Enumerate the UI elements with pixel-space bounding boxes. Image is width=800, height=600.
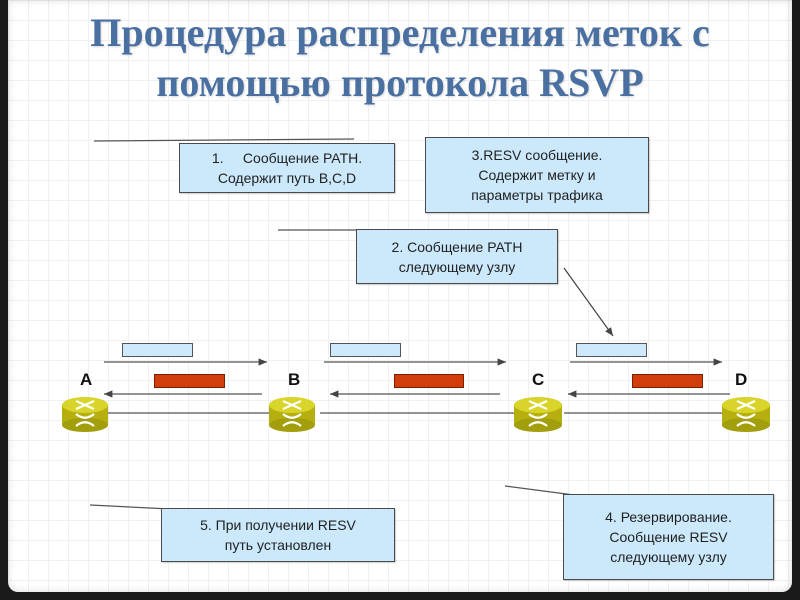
callout-step4: 4. Резервирование. Сообщение RESV следую… [563,494,774,580]
resv-message-b-a [154,374,225,388]
router-icon [722,397,770,432]
callout-step5-line2: путь установлен [224,537,332,553]
connectors [62,138,770,510]
callout-step2-line2: следующему узлу [398,258,516,275]
router-icon [514,397,562,432]
resv-message-c-b [394,374,464,388]
router-icon [62,397,108,432]
node-label-d: D [735,370,748,389]
callout-step4-line1: 4. Резервирование. [605,509,732,525]
node-label-a: A [80,370,93,389]
path-message-c-d [576,343,647,357]
router-c [514,397,562,432]
callout-step4-line2: Сообщение RESV [609,529,728,545]
callout-step2: 2. Сообщение PATH следующему узлу [356,229,558,284]
title-line-1: Процедура распределения меток с [90,10,710,55]
callout-step3: 3.RESV сообщение. Содержит метку и парам… [425,137,649,213]
slide-title: Процедура распределения меток с помощью … [8,8,792,108]
router-a [62,397,108,432]
callout-step1-line2: Содержит путь B,C,D [217,170,357,186]
path-message-b-c [330,343,401,357]
node-label-b: B [288,370,301,389]
callout-step1: 1. Сообщение PATH. Содержит путь B,C,D [179,143,395,193]
callout-step4-line3: следующему узлу [610,549,727,565]
callout-step2-line1: 2. Сообщение PATH [391,238,523,255]
callout-step5: 5. При получении RESV путь установлен [161,508,395,562]
resv-message-d-c [632,374,703,388]
callout-step3-line2: Содержит метку и [478,167,596,183]
callout-step5-line1: 5. При получении RESV [200,517,356,533]
router-b [269,397,315,432]
callout-step1-line1: 1. Сообщение PATH. [211,150,363,166]
node-label-c: C [532,370,545,389]
leader-line-step5 [89,504,171,510]
leader-line-step1 [93,138,355,142]
router-d [722,397,770,432]
router-icon [269,397,315,432]
leader-line-step4 [504,485,575,496]
slide: Процедура распределения меток с помощью … [8,0,792,592]
title-line-2: помощью протокола RSVP [156,60,644,105]
path-message-a-b [122,343,193,357]
callout-step3-line1: 3.RESV сообщение. [471,147,603,163]
callout-step3-line3: параметры трафика [471,187,603,203]
leader-arrow-step2 [563,267,614,337]
